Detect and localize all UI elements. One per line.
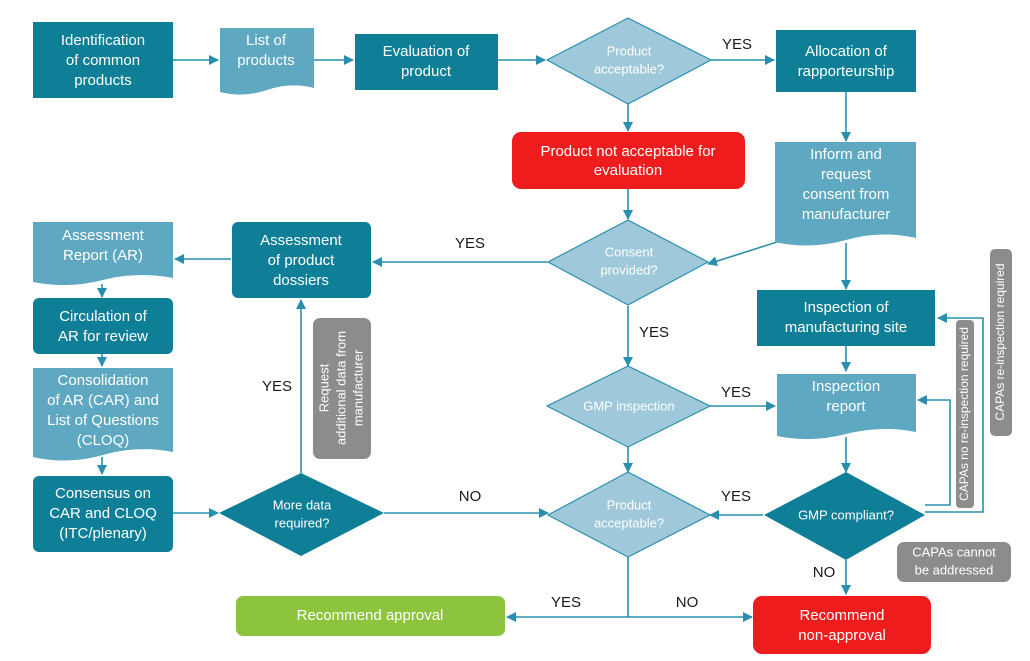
inspection-report-label-2: report <box>826 398 866 415</box>
capas-cannot-note: CAPAs cannot be addressed <box>897 542 1011 582</box>
product-acceptable-1-label-2: acceptable? <box>594 61 664 76</box>
consent-provided-decision: Consent provided? <box>546 219 710 306</box>
label-no-more-data: NO <box>459 488 482 505</box>
assessment-report-document: Assessment Report (AR) <box>33 222 173 286</box>
dossiers-label-2: of product <box>268 252 336 269</box>
request-note-line-1: Request <box>316 363 331 412</box>
allocation-label-1: Allocation of <box>805 43 888 60</box>
consolidation-label-1: Consolidation <box>58 372 149 389</box>
inform-label-3: consent from <box>803 186 890 203</box>
circulation-label-2: AR for review <box>58 328 148 345</box>
capas-cannot-line-1: CAPAs cannot <box>912 544 996 559</box>
gmp-inspection-decision: GMP inspection <box>545 365 712 448</box>
product-acceptable-decision-2: Product acceptable? <box>546 471 712 558</box>
evaluation-box: Evaluation of product <box>355 34 498 90</box>
dossiers-label-1: Assessment <box>260 232 343 249</box>
capas-reinspection-text: CAPAs re-inspection required <box>993 263 1007 420</box>
dossiers-label-3: dossiers <box>273 272 329 289</box>
inform-label-2: request <box>821 166 872 183</box>
consolidation-label-4: (CLOQ) <box>77 432 130 449</box>
more-data-label-2: required? <box>275 515 330 530</box>
product-acceptable-1-label-1: Product <box>607 43 652 58</box>
list-products-document: List of products <box>220 28 314 95</box>
consensus-label-3: (ITC/plenary) <box>59 525 147 542</box>
consolidation-document: Consolidation of AR (CAR) and List of Qu… <box>33 368 173 461</box>
not-acceptable-box: Product not acceptable for evaluation <box>512 132 745 189</box>
inform-label-4: manufacturer <box>802 206 890 223</box>
dossiers-box: Assessment of product dossiers <box>232 222 371 298</box>
product-acceptable-decision-1: Product acceptable? <box>545 17 713 105</box>
consent-label-2: provided? <box>600 262 657 277</box>
inspection-site-label-2: manufacturing site <box>785 319 908 336</box>
evaluation-label-2: product <box>401 63 452 80</box>
more-data-label-1: More data <box>273 497 332 512</box>
gmp-compliant-decision: GMP compliant? <box>764 472 925 560</box>
product-acceptable-2-label-1: Product <box>607 497 652 512</box>
capas-cannot-line-2: be addressed <box>915 562 994 577</box>
nonapproval-label-1: Recommend <box>799 607 884 624</box>
request-note-line-3: manufacturer <box>350 349 365 426</box>
consensus-box: Consensus on CAR and CLOQ (ITC/plenary) <box>33 476 173 552</box>
identification-label-3: products <box>74 72 132 89</box>
arrow-inform-to-consent <box>707 241 778 267</box>
capas-no-reinspection-note: CAPAs no re-inspection required <box>956 320 974 508</box>
arrow-compliant-to-report-loop <box>917 395 951 506</box>
allocation-label-2: rapporteurship <box>798 63 895 80</box>
identification-label-1: Identification <box>61 32 145 49</box>
product-acceptable-2-label-2: acceptable? <box>594 515 664 530</box>
assessment-report-label-1: Assessment <box>62 227 145 244</box>
consensus-label-2: CAR and CLOQ <box>49 505 157 522</box>
capas-no-reinspection-text: CAPAs no re-inspection required <box>957 327 971 501</box>
not-acceptable-label-1: Product not acceptable for <box>540 143 715 160</box>
label-no-approval: NO <box>676 594 699 611</box>
recommend-approval-label: Recommend approval <box>297 607 444 624</box>
gmp-inspection-label: GMP inspection <box>583 398 675 413</box>
inspection-site-box: Inspection of manufacturing site <box>757 290 935 346</box>
inform-label-1: Inform and <box>810 146 882 163</box>
identification-label-2: of common <box>66 52 140 69</box>
recommend-nonapproval-box: Recommend non-approval <box>753 596 931 654</box>
allocation-box: Allocation of rapporteurship <box>776 30 916 92</box>
consolidation-label-3: List of Questions <box>47 412 159 429</box>
arrow-compliant-to-site-loop <box>925 313 984 513</box>
consensus-label-1: Consensus on <box>55 485 151 502</box>
request-additional-note: Request additional data from manufacture… <box>313 318 371 459</box>
inspection-report-document: Inspection report <box>777 374 916 440</box>
inspection-site-label-1: Inspection of <box>803 299 889 316</box>
capas-reinspection-note: CAPAs re-inspection required <box>990 249 1012 436</box>
label-yes-gmp: YES <box>639 324 669 341</box>
inspection-report-label-1: Inspection <box>812 378 880 395</box>
label-yes-compliant: YES <box>721 488 751 505</box>
request-note-line-2: additional data from <box>333 331 348 445</box>
assessment-report-label-2: Report (AR) <box>63 247 143 264</box>
identification-box: Identification of common products <box>33 22 173 98</box>
label-no-compliant: NO <box>813 564 836 581</box>
circulation-box: Circulation of AR for review <box>33 298 173 354</box>
label-yes-more-data: YES <box>262 378 292 395</box>
recommend-approval-box: Recommend approval <box>236 596 505 636</box>
gmp-compliant-label: GMP compliant? <box>798 507 894 522</box>
more-data-decision: More data required? <box>219 473 384 556</box>
connectors <box>97 55 984 622</box>
consent-label-1: Consent <box>605 244 654 259</box>
inform-request-document: Inform and request consent from manufact… <box>775 142 916 246</box>
label-yes-approval: YES <box>551 594 581 611</box>
evaluation-label-1: Evaluation of <box>383 43 471 60</box>
label-yes-allocation: YES <box>722 36 752 53</box>
label-yes-report: YES <box>721 384 751 401</box>
list-products-label-1: List of <box>246 32 287 49</box>
consolidation-label-2: of AR (CAR) and <box>47 392 159 409</box>
not-acceptable-label-2: evaluation <box>594 162 662 179</box>
circulation-label-1: Circulation of <box>59 308 147 325</box>
nonapproval-label-2: non-approval <box>798 627 886 644</box>
label-yes-dossiers: YES <box>455 235 485 252</box>
list-products-label-2: products <box>237 52 295 69</box>
edge-labels: YES YES YES YES YES NO YES NO YES NO <box>262 36 835 611</box>
